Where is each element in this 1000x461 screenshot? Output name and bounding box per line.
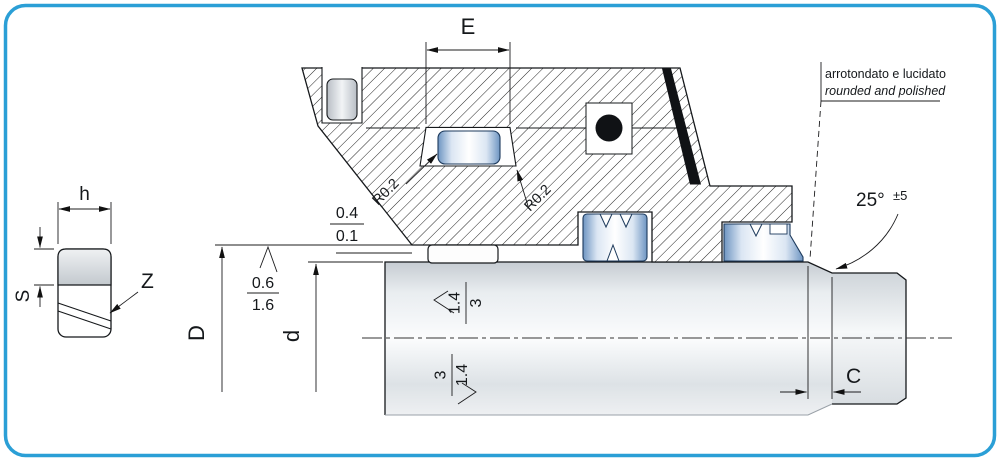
wiper-seal [723,223,804,262]
clearance-min: 0.1 [336,228,358,245]
roughness-icon [433,290,455,314]
angle-tolerance: ±5 [893,188,907,203]
ucup-notch-2 [619,213,633,229]
ucup-notch-1 [599,213,613,229]
roughness-top: 0.6 [252,275,274,292]
ucup-seal [582,213,648,262]
dim-d: d [279,261,383,392]
ring-detail [57,248,112,338]
rod-outline [384,261,907,415]
rod-main-body [385,262,832,415]
oring-section [595,114,623,142]
dim-label-C: C [846,365,861,388]
housing-hatch [301,67,793,263]
rod-bottom-edge [385,403,833,416]
spec-roughness-rod-upper: 1.4 3 [433,282,485,324]
dim-C: C [780,266,861,399]
oring-pocket [585,102,633,155]
wiper-step [769,223,788,235]
spec-roughness-bore: 0.6 1.6 [247,245,279,314]
recess-outline [321,67,363,124]
note-finish: arrotondato e lucidato rounded and polis… [809,62,946,260]
backup-ring-groove [419,126,517,167]
ucup-lip-gap [606,243,620,262]
dim-D: D [184,244,412,392]
roughness-top: 3 [433,370,450,379]
screw-plug [326,78,358,121]
dim-label-E: E [461,14,476,39]
roughness-icon [457,382,477,405]
dim-Z: Z [109,270,154,314]
ring-cap [57,248,112,286]
spec-roughness-rod-lower: 3 1.4 [433,354,477,405]
wiper-notch [749,223,763,238]
dim-label-Z: Z [141,270,154,293]
dim-h: h [57,184,112,244]
screw-recess [321,67,363,124]
groove-seal-ring [437,130,501,165]
spec-clearance: 0.4 0.1 [330,205,412,254]
leader-line [405,153,438,185]
part-seam [662,68,701,185]
dim-label-h: h [79,184,90,205]
note-english: rounded and polished [825,84,946,98]
angle-arc [835,213,899,270]
roughness-icon [259,245,278,273]
dim-label-d: d [279,330,304,342]
dim-label-D: D [184,325,209,341]
leader-line [109,291,139,314]
roughness-bottom: 3 [468,298,485,307]
clearance-max: 0.4 [336,205,358,222]
roughness-bottom: 1.6 [252,297,274,314]
guide-ring-section [427,244,499,264]
dim-angle: 25° ±5 [835,188,907,270]
note-leader-dashed [809,100,822,260]
roughness-top: 1.4 [447,292,464,314]
note-italian: arrotondato e lucidato [825,67,946,81]
dim-label-S: S [13,290,34,303]
roughness-bottom: 1.4 [454,364,471,386]
dim-E: E [425,14,511,124]
leader-line [516,169,529,207]
wiper-body [723,223,804,262]
dim-S: S [13,227,54,307]
angle-value: 25° [856,190,885,211]
page-border [3,3,997,458]
housing-section [301,67,804,264]
ring-split-upper [57,302,112,322]
ring-split-lower [57,310,112,330]
